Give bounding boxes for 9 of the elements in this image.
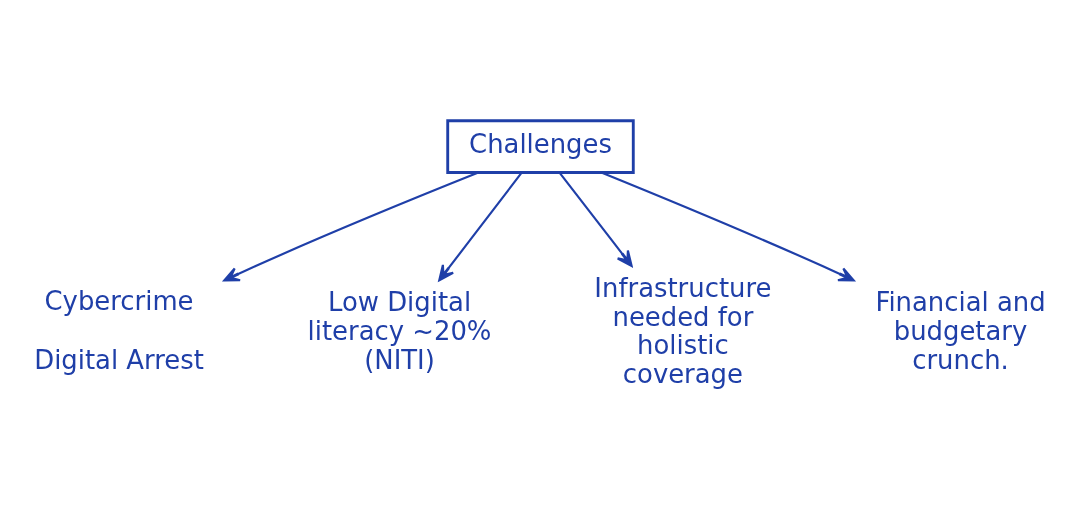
node-text: Infrastructure needed for holistic coverage <box>594 272 772 390</box>
node-text: Low Digital literacy ~20% (NITI) <box>307 287 492 375</box>
node-box: Challenges <box>446 119 635 174</box>
arrow <box>558 172 633 267</box>
arrow <box>601 171 855 282</box>
node-text: Cybercrime Digital Arrest <box>34 286 204 376</box>
arrow <box>223 171 479 282</box>
node-text: Financial and budgetary crunch. <box>875 287 1046 375</box>
arrow <box>438 172 523 282</box>
